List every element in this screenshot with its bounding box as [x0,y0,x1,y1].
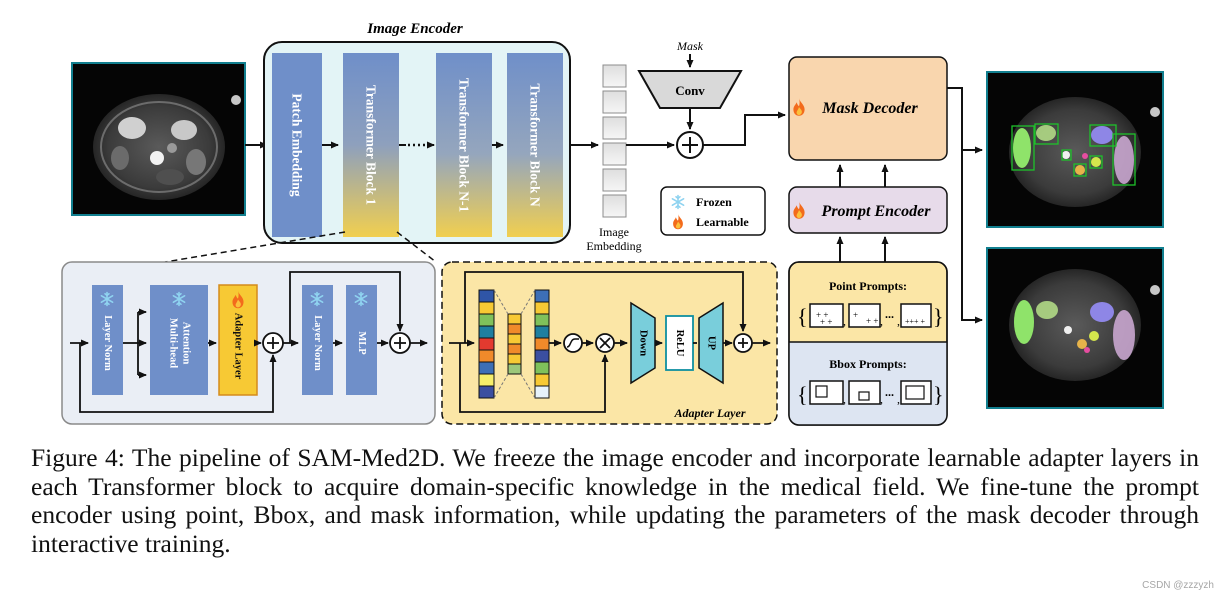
relu-block: ReLU [665,315,694,371]
mlp-label: MLP [356,331,367,355]
adapter-layer-title: Adapter Layer [674,406,746,420]
transformer-block-1: Transformer Block 1 [343,53,399,237]
legend: Frozen Learnable [660,186,766,236]
bbox-prompt-thumbnails: { , , ... , } [797,380,944,407]
attention-label-line1: Multi-head [168,318,179,368]
output-point-segmentation [986,247,1164,409]
svg-text:,: , [897,314,900,328]
svg-text:{: { [797,382,808,407]
add-operator [262,332,284,354]
transformer-block-1-label: Transformer Block 1 [364,85,379,205]
up-projection: UP [698,301,724,385]
down-label: Down [638,330,649,356]
svg-text:}: } [933,304,944,329]
image-encoder: Image Encoder Patch Embedding Transforme… [263,21,571,244]
legend-learnable: Learnable [696,215,749,229]
figure-caption: Figure 4: The pipeline of SAM-Med2D. We … [31,443,1199,558]
mask-decoder: Mask Decoder [788,56,948,161]
point-prompts-label: Point Prompts: [829,279,907,293]
input-ct-image [71,62,246,216]
layer-norm-2: Layer Norm [302,285,333,395]
point-prompt-ellipsis: ... [885,307,894,321]
multi-head-attention: Multi-head Attention [150,285,208,395]
transformer-block-n-1-label: Transformer Block N-1 [457,78,472,213]
feature-vector-hidden [507,313,522,375]
patch-embedding-block: Patch Embedding [272,53,322,237]
feature-vector-input [478,289,495,399]
layer-norm-1-label: Layer Norm [102,315,113,371]
adapter-layer-block-label: Adapter Layer [233,313,244,380]
svg-text:}: } [933,382,944,407]
svg-text:+ +: + + [816,310,828,320]
svg-text:,: , [897,392,900,406]
add-operator [733,333,753,353]
watermark: CSDN @zzzyzh [1142,580,1214,591]
add-operator [676,131,704,159]
layer-norm-2-label: Layer Norm [312,315,323,371]
pipeline-diagram: Image Encoder Patch Embedding Transforme… [61,21,1164,426]
up-label: UP [706,336,717,351]
transformer-block-detail: Layer Norm Multi-head Attention Adapter … [61,261,436,425]
svg-text:+ +: + + [820,317,832,327]
adapter-layer-detail: Adapter Layer [441,261,778,425]
attention-label-line2: Attention [181,322,192,365]
svg-text:+: + [853,310,858,320]
transformer-block-n: Transformer Block N [507,53,563,237]
transformer-block-n-1: Transformer Block N-1 [436,53,492,237]
transformer-block-n-label: Transformer Block N [528,83,543,206]
output-bbox-segmentation [986,71,1164,228]
prompts-panel: Point Prompts: { + + + + , + + + , ... ,… [788,261,948,426]
layer-norm-1: Layer Norm [92,285,123,395]
svg-text:+ +: + + [866,316,878,326]
image-encoder-title: Image Encoder [366,21,463,37]
relu-label: ReLU [674,330,685,357]
multiply-operator [595,333,615,353]
svg-text:{: { [797,304,808,329]
bbox-prompts-label: Bbox Prompts: [829,357,906,371]
add-operator [389,332,411,354]
mask-input-label: Mask [676,39,704,53]
svg-text:,: , [843,314,846,328]
image-embedding: Image Embedding [586,64,642,253]
patch-embedding-label: Patch Embedding [290,93,305,196]
prompt-encoder: Prompt Encoder [788,186,948,234]
bbox-prompt-ellipsis: ... [885,385,894,399]
svg-text:,: , [880,314,883,328]
image-embedding-label-line1: Image [599,225,629,239]
down-projection: Down [630,301,656,385]
feature-vector-output [534,289,550,399]
conv-label: Conv [675,83,705,98]
mlp-block: MLP [346,285,377,395]
svg-text:+++ +: +++ + [905,317,926,326]
legend-frozen: Frozen [696,195,732,209]
adapter-layer-block: Adapter Layer [218,284,258,396]
prompt-encoder-label: Prompt Encoder [821,203,932,220]
svg-text:,: , [843,392,846,406]
sigmoid-operator [563,333,583,353]
svg-text:,: , [880,392,883,406]
mask-decoder-label: Mask Decoder [821,100,918,117]
point-prompt-thumbnails: { + + + + , + + + , ... , +++ + } [797,303,944,329]
image-embedding-label-line2: Embedding [586,239,641,253]
conv-block: Conv [637,70,743,109]
